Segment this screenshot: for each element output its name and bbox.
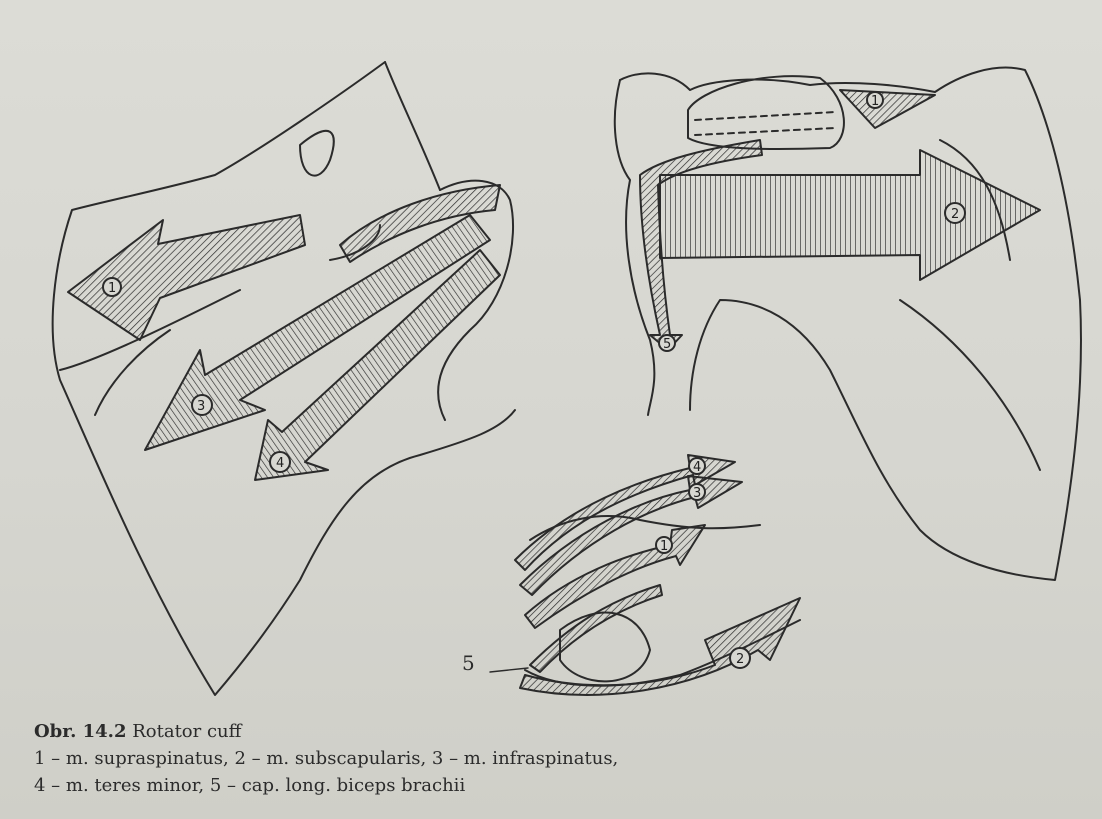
label-right-2: 2 <box>951 207 959 222</box>
label-left-1: 1 <box>108 281 116 296</box>
figure-label: Obr. 14.2 <box>34 721 126 742</box>
label-bottom-2: 2 <box>736 652 744 667</box>
posterior-view-scapula <box>53 62 515 695</box>
right-arrow-2-subscapularis <box>660 150 1040 280</box>
biceps-pointer-label: 5 <box>462 651 475 675</box>
caption-title-line: Obr. 14.2 Rotator cuff <box>34 718 1074 745</box>
label-left-3: 3 <box>197 399 205 414</box>
right-arrow-1-supraspinatus <box>840 90 935 128</box>
label-bottom-1: 1 <box>660 539 668 554</box>
caption-legend-line-2: 4 – m. teres minor, 5 – cap. long. bicep… <box>34 772 1074 799</box>
anterior-view-scapula <box>615 68 1081 580</box>
label-right-5: 5 <box>663 337 671 352</box>
label-bottom-4: 4 <box>693 460 701 475</box>
label-left-4: 4 <box>276 456 284 471</box>
figure-title: Rotator cuff <box>132 721 241 742</box>
figure-caption: Obr. 14.2 Rotator cuff 1 – m. supraspina… <box>34 718 1074 799</box>
label-bottom-3: 3 <box>693 486 701 501</box>
label-right-1: 1 <box>871 94 879 109</box>
caption-legend-line-1: 1 – m. supraspinatus, 2 – m. subscapular… <box>34 745 1074 772</box>
left-arrow-1-supraspinatus <box>68 215 305 340</box>
rotator-cuff-illustration: 1 3 4 1 2 5 4 3 1 2 <box>0 0 1102 720</box>
